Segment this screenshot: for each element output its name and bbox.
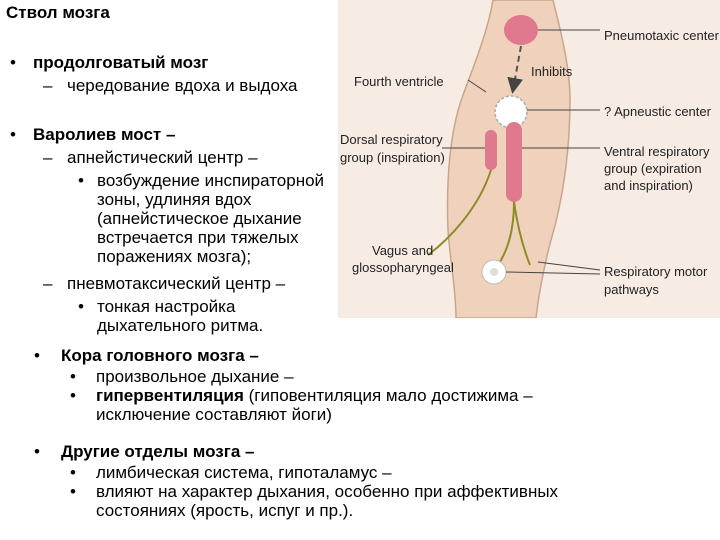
apneustic-line: встречается при тяжелых bbox=[97, 228, 299, 247]
apneustic-line: возбуждение инспираторной bbox=[97, 171, 325, 190]
label-ventral: Ventral respiratory bbox=[604, 144, 710, 159]
bullet: • bbox=[70, 386, 76, 405]
medulla-item: чередование вдоха и выдоха bbox=[67, 76, 298, 95]
dash: – bbox=[43, 76, 53, 95]
label-pneumotaxic: Pneumotaxic center bbox=[604, 28, 720, 43]
label-fourth-ventricle: Fourth ventricle bbox=[354, 74, 444, 89]
pointer-line bbox=[467, 79, 487, 93]
bullet: • bbox=[34, 442, 40, 461]
label-dorsal: group (inspiration) bbox=[340, 150, 445, 165]
hyperventilation-term: гипервентиляция bbox=[96, 386, 244, 405]
pneumotaxic-line: тонкая настройка bbox=[97, 297, 236, 316]
motor-pathway-right bbox=[513, 201, 531, 266]
bullet: • bbox=[70, 463, 76, 482]
apneustic-line: поражениях мозга); bbox=[97, 247, 252, 266]
apneustic-label: апнейстический центр – bbox=[67, 148, 258, 167]
bullet: • bbox=[34, 346, 40, 365]
dash: – bbox=[43, 274, 53, 293]
label-inhibits: Inhibits bbox=[531, 64, 573, 79]
spinal-cord-core bbox=[490, 268, 498, 276]
other-heading: Другие отделы мозга – bbox=[61, 442, 255, 461]
cortex-item-text: (гиповентиляция мало достижима – bbox=[243, 386, 533, 405]
dash: – bbox=[43, 148, 53, 167]
ventral-group-shape bbox=[506, 122, 522, 202]
bullet: • bbox=[70, 367, 76, 386]
label-dorsal: Dorsal respiratory bbox=[340, 132, 443, 147]
pointer-line bbox=[537, 261, 601, 271]
other-item: лимбическая система, гипоталамус – bbox=[96, 463, 392, 482]
bullet: • bbox=[70, 482, 76, 501]
label-ventral: group (expiration bbox=[604, 161, 702, 176]
dorsal-group-shape bbox=[485, 130, 497, 170]
other-item-cont: состояниях (ярость, испуг и пр.). bbox=[96, 501, 354, 520]
cortex-heading: Кора головного мозга – bbox=[61, 346, 259, 365]
label-ventral: and inspiration) bbox=[604, 178, 693, 193]
cortex-item: гипервентиляция (гиповентиляция мало дос… bbox=[96, 386, 533, 405]
pointer-line bbox=[505, 271, 601, 275]
other-item: влияют на характер дыхания, особенно при… bbox=[96, 482, 559, 501]
bullet: • bbox=[78, 297, 84, 316]
cortex-item-cont: исключение составляют йоги) bbox=[96, 405, 332, 424]
pneumotaxic-center-shape bbox=[504, 15, 538, 45]
slide-title: Ствол мозга bbox=[6, 3, 110, 22]
label-vagus: glossopharyngeal bbox=[352, 260, 454, 275]
label-motor: pathways bbox=[604, 282, 659, 297]
label-apneustic: ? Apneustic center bbox=[604, 104, 712, 119]
vagus-nerve-path bbox=[427, 169, 492, 256]
apneustic-line: (апнейстическое дыхание bbox=[97, 209, 302, 228]
inhibits-arrow bbox=[507, 45, 524, 94]
bullet: • bbox=[10, 125, 16, 144]
bullet: • bbox=[10, 53, 16, 72]
brainstem-respiratory-centers-diagram: Pneumotaxic center Inhibits Fourth ventr… bbox=[338, 0, 720, 318]
label-vagus: Vagus and bbox=[372, 243, 433, 258]
motor-pathway-left bbox=[497, 201, 515, 266]
label-motor: Respiratory motor bbox=[604, 264, 708, 279]
pneumotaxic-label: пневмотаксический центр – bbox=[67, 274, 286, 293]
cortex-item: произвольное дыхание – bbox=[96, 367, 294, 386]
pneumotaxic-line: дыхательного ритма. bbox=[97, 316, 264, 335]
bullet: • bbox=[78, 171, 84, 190]
pons-heading: Варолиев мост – bbox=[33, 125, 176, 144]
medulla-heading: продолговатый мозг bbox=[33, 53, 209, 72]
apneustic-line: зоны, удлиняя вдох bbox=[97, 190, 252, 209]
apneustic-center-shape bbox=[494, 95, 528, 129]
